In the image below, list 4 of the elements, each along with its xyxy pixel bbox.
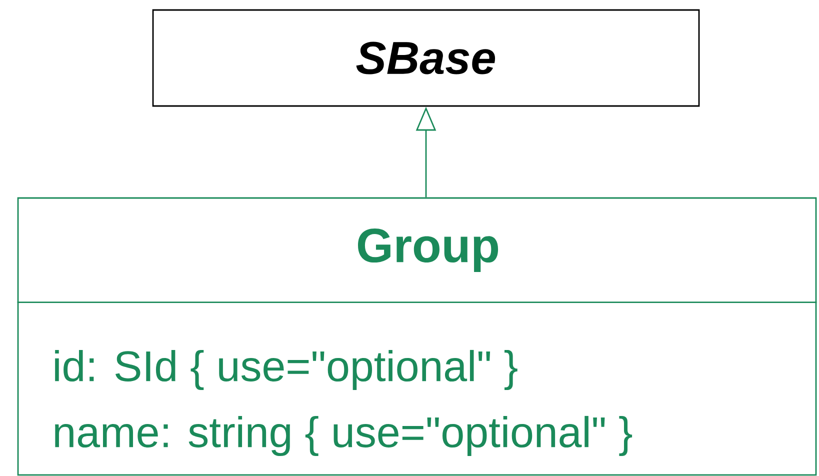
attribute-text: name: string { use="optional" } — [55, 416, 632, 456]
class-box: SBase — [152, 9, 700, 107]
class-name: Group — [358, 228, 498, 272]
attribute-text: id: SId { use="optional" } — [55, 350, 518, 390]
